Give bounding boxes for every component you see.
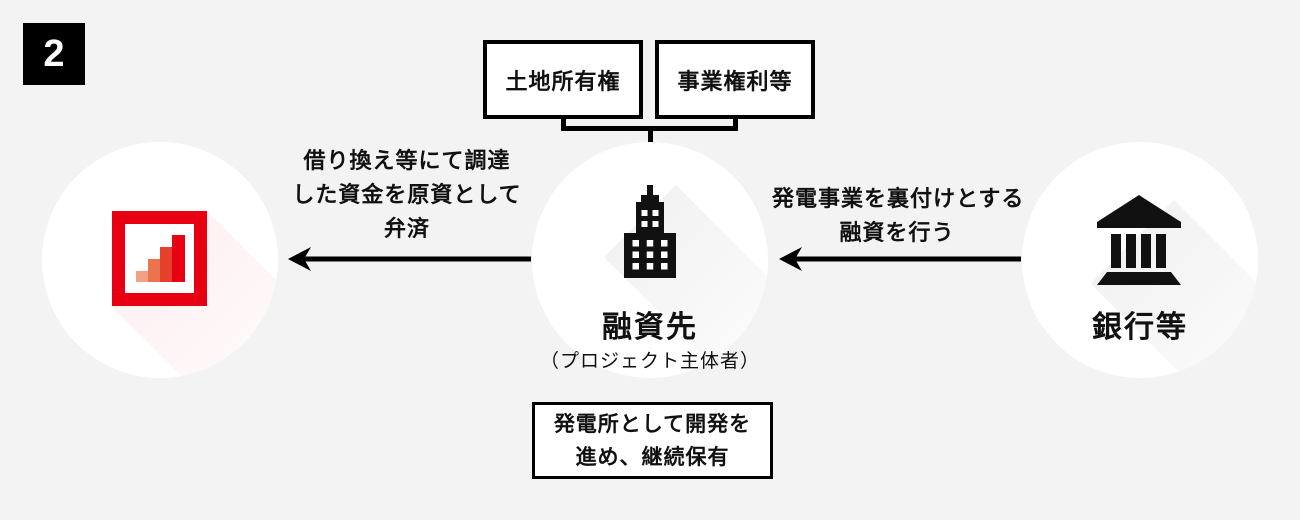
borrower-subtitle: （プロジェクト主体者） [539,351,760,372]
repayment-label-line1: 借り換え等にて調達 [303,148,511,173]
investor-node [42,142,278,378]
land-ownership-label: 土地所有権 [505,68,621,94]
step-number-badge: 2 [23,23,85,85]
bank-node [1022,142,1258,378]
loan-label-line1: 発電事業を裏付けとする [772,186,1025,211]
development-note-line1: 発電所として開発を [553,412,752,436]
connector-line-horizontal [561,126,738,131]
connector-line-right [733,119,738,130]
bar-chart-logo [112,211,207,306]
logo-bar-3 [160,247,172,282]
loan-label-line2: 融資を行う [839,220,955,245]
repayment-label-line2: した資金を原資として [292,182,522,207]
business-rights-box: 事業権利等 [655,40,815,119]
logo-bar-4 [172,235,185,282]
borrower-title: 融資先 [602,311,698,344]
logo-bar-2 [148,259,160,282]
connector-line-center [648,131,653,144]
repayment-arrow [288,247,531,271]
connector-line-left [561,119,566,130]
business-rights-label: 事業権利等 [677,68,793,94]
bank-title: 銀行等 [1092,311,1188,344]
loan-arrow-label: 発電事業を裏付けとする 融資を行う [772,182,1025,250]
loan-arrow [779,247,1021,271]
repayment-label-line3: 弁済 [383,216,430,241]
borrower-node [532,142,768,378]
land-ownership-box: 土地所有権 [483,40,643,119]
development-note-box: 発電所として開発を 進め、継続保有 [532,402,773,479]
repayment-arrow-label: 借り換え等にて調達 した資金を原資として 弁済 [282,144,532,246]
building-icon [624,185,676,278]
logo-bar-1 [136,271,148,282]
development-note-line2: 進め、継続保有 [575,445,730,469]
bank-icon [1097,195,1181,285]
